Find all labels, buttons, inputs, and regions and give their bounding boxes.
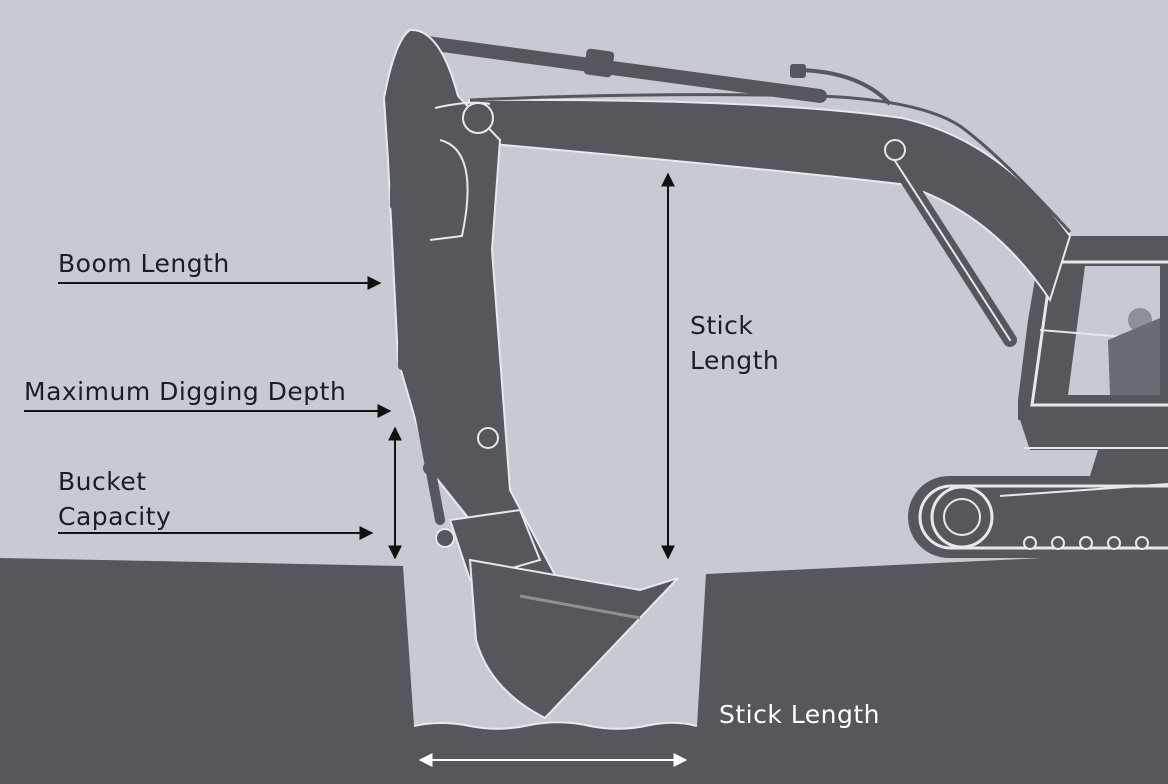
bucket-capacity-label-line1: Bucket: [58, 467, 147, 496]
trench-floor: [413, 721, 698, 730]
stick-length-label-line2: Length: [690, 346, 780, 375]
main-boom: [461, 98, 1072, 303]
stick-length-bottom-label: Stick Length: [719, 700, 881, 729]
boom-length-label: Boom Length: [58, 249, 230, 278]
excavator-silhouette: [382, 28, 1168, 720]
ground: [0, 552, 1168, 784]
bucket: [468, 558, 679, 720]
bucket-capacity-label-line2: Capacity: [58, 502, 172, 531]
max-digging-depth-label: Maximum Digging Depth: [24, 377, 347, 406]
stick-length-label-line1: Stick: [690, 311, 754, 340]
